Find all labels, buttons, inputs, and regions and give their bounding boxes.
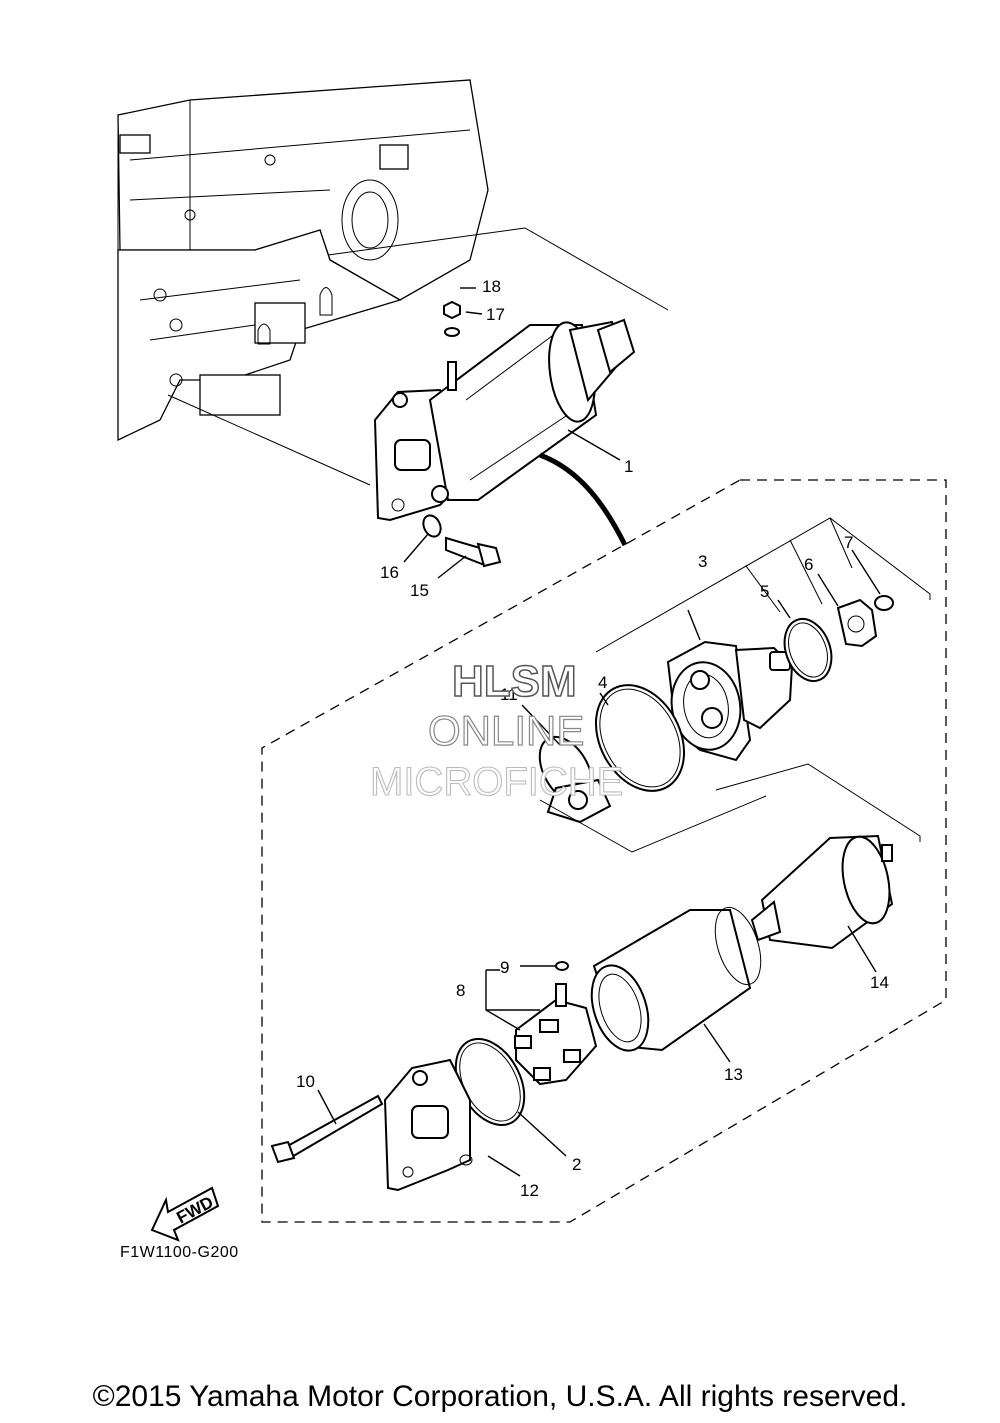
callout-11: 11: [500, 685, 518, 704]
callout-7: 7: [844, 533, 853, 552]
callout-13: 13: [724, 1065, 743, 1084]
callout-15: 15: [410, 581, 429, 600]
copyright-notice: ©2015 Yamaha Motor Corporation, U.S.A. A…: [92, 1380, 908, 1413]
callout-12: 12: [520, 1181, 539, 1200]
callout-17: 17: [486, 305, 505, 324]
callout-14: 14: [870, 973, 889, 992]
front-housing: [666, 640, 794, 762]
armature: [750, 834, 894, 950]
fwd-arrow-icon: FWD: [150, 1186, 220, 1242]
circlip-7: [874, 595, 894, 611]
watermark: HLSM ONLINE MICROFICHE: [369, 656, 623, 804]
callout-5: 5: [760, 582, 769, 601]
callout-3: 3: [698, 552, 707, 571]
through-bolt: [270, 1094, 384, 1164]
pinion-gear: [836, 598, 878, 648]
planetary-gear-set: [538, 735, 612, 824]
callout-1: 1: [624, 457, 633, 476]
callout-6: 6: [804, 555, 813, 574]
yoke: [590, 906, 762, 1052]
gasket-4: [594, 684, 686, 792]
callout-labels: 1 2 3 4 5 6 7 8 9 10 11 12 13 14 15 16 1…: [296, 277, 889, 1200]
engine-block: [117, 79, 489, 442]
callout-16: 16: [380, 563, 399, 582]
watermark-line-3: MICROFICHE: [370, 760, 623, 804]
callout-9: 9: [500, 958, 509, 977]
callout-10: 10: [296, 1072, 315, 1091]
starter-motor-assembly: [373, 318, 636, 522]
watermark-line-1: HLSM: [452, 657, 577, 706]
callout-18: 18: [482, 277, 501, 296]
nut-washer-stud: [443, 300, 461, 391]
watermark-line-2: ONLINE: [428, 707, 584, 754]
brush-holder: [514, 961, 598, 1086]
diagram-code: F1W1100-G200: [120, 1244, 239, 1261]
callout-8: 8: [456, 981, 465, 1000]
callout-4: 4: [598, 673, 607, 692]
washer-and-bolt: [422, 514, 502, 568]
rear-cover: [383, 1058, 473, 1192]
callout-2: 2: [572, 1155, 581, 1174]
